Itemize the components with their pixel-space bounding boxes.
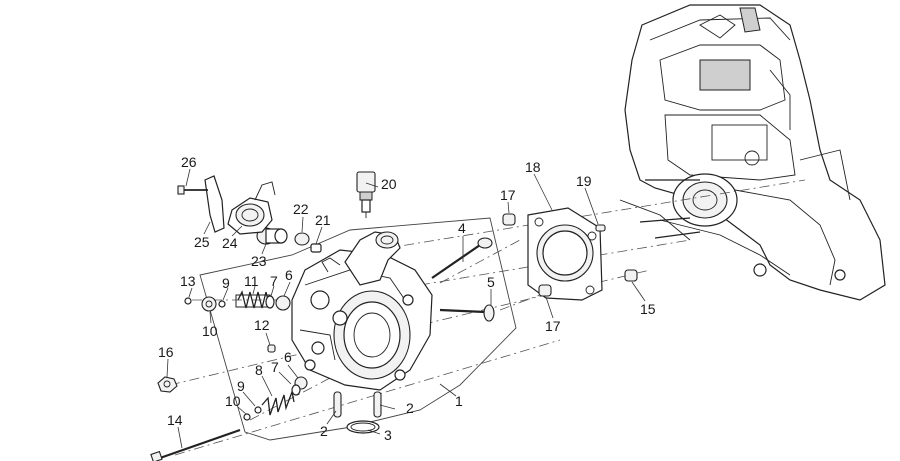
callout-7-lower: 7 xyxy=(271,359,279,375)
callout-20: 20 xyxy=(381,176,397,192)
callout-16: 16 xyxy=(158,344,174,360)
cap-13 xyxy=(184,297,192,305)
stud-14 xyxy=(150,428,241,461)
callout-12: 12 xyxy=(254,317,270,333)
callout-8: 8 xyxy=(255,362,263,378)
callout-17-lower: 17 xyxy=(545,318,561,334)
dowel-17-lower xyxy=(538,284,552,297)
dowel-17-upper xyxy=(502,213,516,226)
bolt-26 xyxy=(177,185,208,195)
cotter-9-lower xyxy=(254,406,262,414)
callout-15: 15 xyxy=(640,301,656,317)
callout-24: 24 xyxy=(222,235,238,251)
callout-2-right: 2 xyxy=(406,400,414,416)
callout-21: 21 xyxy=(315,212,331,228)
callout-19: 19 xyxy=(576,173,592,189)
callout-9-lower: 9 xyxy=(237,378,245,394)
valve-spring-lower xyxy=(261,389,295,416)
exhaust-valve xyxy=(439,304,495,322)
callout-6-lower: 6 xyxy=(284,349,292,365)
nut-16 xyxy=(157,376,178,393)
callout-3: 3 xyxy=(384,427,392,443)
seal-7-upper xyxy=(265,295,275,309)
leader-lines xyxy=(166,168,646,449)
bracket-assembly-outline xyxy=(199,217,517,441)
dowel-pins xyxy=(333,391,382,418)
callout-18: 18 xyxy=(525,159,541,175)
callout-10-lower: 10 xyxy=(225,393,241,409)
washer-10-upper xyxy=(201,296,217,312)
washer-10-lower xyxy=(243,413,251,421)
seal-7-lower xyxy=(291,384,301,396)
pin-12 xyxy=(267,344,276,353)
temperature-sensor xyxy=(356,171,376,218)
head-gasket xyxy=(527,207,603,301)
callout-14: 14 xyxy=(167,412,183,428)
retainer-6-upper xyxy=(275,295,291,311)
pin-19 xyxy=(595,224,606,232)
thermostat-housing xyxy=(227,181,276,235)
cylinder-head xyxy=(291,231,433,391)
callout-5: 5 xyxy=(487,274,495,290)
cotter-9-upper xyxy=(218,300,226,308)
callout-7-upper: 7 xyxy=(270,273,278,289)
callout-4: 4 xyxy=(458,220,466,236)
callout-labels: 1 2 2 3 4 5 6 6 7 7 8 9 9 10 10 11 12 13… xyxy=(158,154,656,443)
callout-2-left: 2 xyxy=(320,423,328,439)
callout-6-upper: 6 xyxy=(285,267,293,283)
callout-17-upper: 17 xyxy=(500,187,516,203)
mounting-bracket xyxy=(204,175,225,233)
fitting-21 xyxy=(310,243,322,253)
callout-11: 11 xyxy=(244,273,259,289)
callout-1: 1 xyxy=(455,393,463,409)
callout-25: 25 xyxy=(194,234,210,250)
callout-9-upper: 9 xyxy=(222,275,230,291)
callout-22: 22 xyxy=(293,201,309,217)
callout-23: 23 xyxy=(251,253,267,269)
plug-22 xyxy=(294,232,310,246)
callout-10-upper: 10 xyxy=(202,323,218,339)
intake-valve xyxy=(431,237,493,279)
dowel-15 xyxy=(624,269,638,282)
callout-13: 13 xyxy=(180,273,196,289)
crankcase-assembly xyxy=(619,4,886,301)
callout-26: 26 xyxy=(181,154,197,170)
